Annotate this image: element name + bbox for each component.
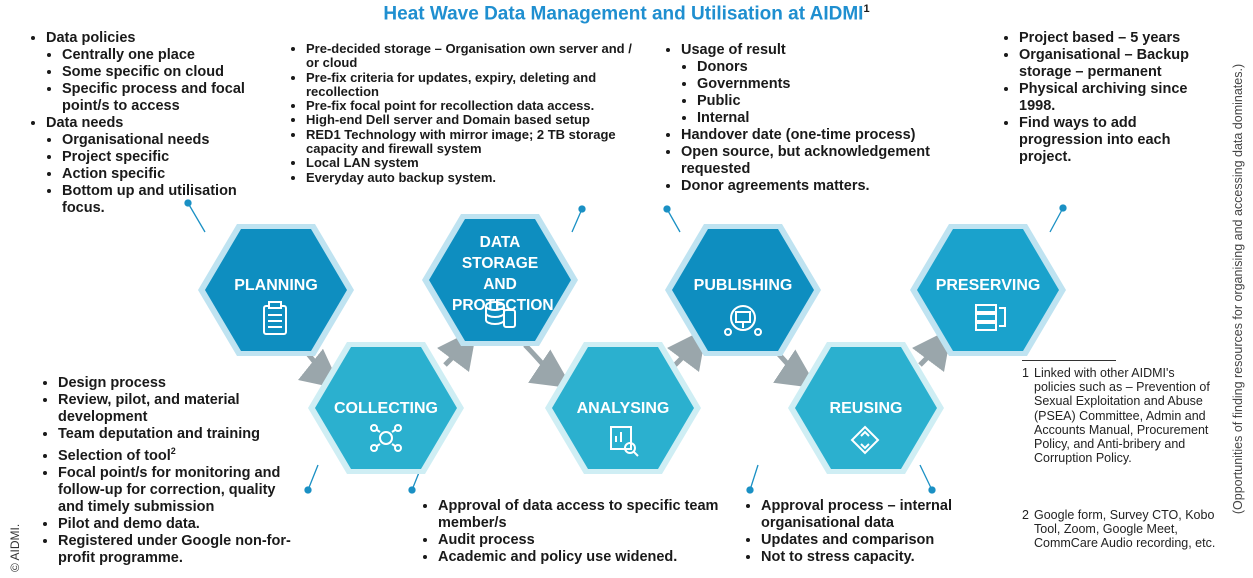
analysing-notes: Approval of data access to specific team…	[422, 498, 722, 566]
arrow-storage-analysing	[523, 343, 573, 389]
stage-label-storage: DATA STORAGE AND PROTECTION	[452, 234, 554, 314]
chart-magnifier-icon	[610, 426, 639, 457]
hex-analysing	[545, 342, 701, 474]
storage-notes: Pre-decided storage – Organisation own s…	[290, 41, 640, 185]
publishing-notes: Usage of result Donors Governments Publi…	[665, 42, 965, 195]
stage-label-collecting: COLLECTING	[334, 400, 438, 417]
database-icon	[485, 301, 516, 328]
side-note: (Opportunities of finding resources for …	[1231, 63, 1245, 515]
hex-preserving	[910, 224, 1066, 356]
hex-storage	[422, 214, 578, 346]
hex-collecting	[308, 342, 464, 474]
hex-reusing	[788, 342, 944, 474]
stage-label-preserving: PRESERVING	[935, 277, 1041, 294]
stage-label-publishing: PUBLISHING	[693, 277, 793, 294]
page-title: Heat Wave Data Management and Utilisatio…	[383, 3, 870, 25]
planning-notes: Data policies Centrally one place Some s…	[30, 30, 250, 217]
reusing-notes: Approval process – internal organisation…	[745, 498, 995, 566]
network-icon	[370, 424, 402, 452]
hex-planning	[198, 224, 354, 356]
hex-publishing	[665, 224, 821, 356]
server-icon	[975, 304, 1006, 331]
collecting-notes: Design process Review, pilot, and materi…	[42, 375, 304, 567]
presentation-icon	[724, 305, 762, 336]
preserving-notes: Project based – 5 years Organisational –…	[1003, 30, 1208, 166]
recycle-icon	[850, 425, 880, 455]
stage-label-analysing: ANALYSING	[576, 400, 670, 417]
arrow-analysing-publishing	[666, 328, 708, 373]
arrow-reusing-preserving	[911, 328, 953, 373]
stage-label-planning: PLANNING	[234, 277, 318, 294]
footnote-rule	[1022, 360, 1116, 361]
stage-label-reusing: REUSING	[829, 400, 903, 417]
clipboard-icon	[263, 301, 287, 335]
